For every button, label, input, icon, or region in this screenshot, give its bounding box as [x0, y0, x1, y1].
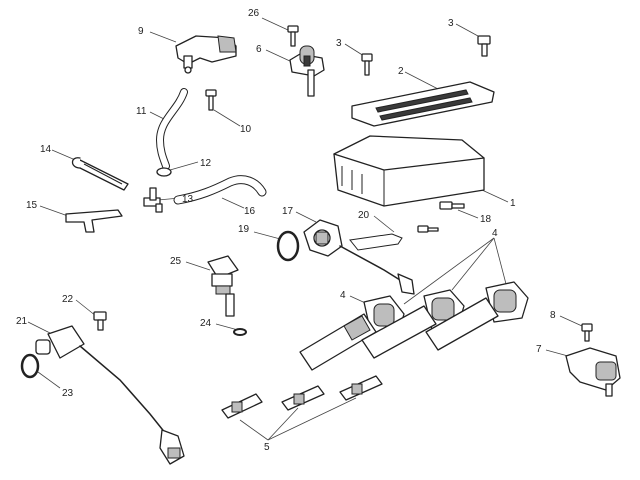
part-9-sensor — [175, 35, 237, 74]
callout-22: 22 — [62, 294, 74, 305]
callout-19: 19 — [238, 224, 250, 235]
part-3-screw-b — [477, 35, 491, 57]
part-18-screw-a — [439, 201, 465, 210]
part-20-clip — [349, 233, 403, 251]
part-16-hose — [173, 175, 267, 205]
callout-4: 4 — [340, 290, 346, 301]
callout-21: 21 — [16, 316, 28, 327]
callout-2: 2 — [398, 66, 404, 77]
callout-25: 25 — [170, 256, 182, 267]
callout-1: 1 — [510, 198, 516, 209]
part-21-crank-sensor — [35, 325, 185, 465]
callout-12: 12 — [200, 158, 212, 169]
part-4-ignition-coil-c — [425, 281, 529, 351]
part-5-spark-plug-a — [221, 393, 263, 419]
callout-3: 3 — [336, 38, 342, 49]
part-10-bolt — [205, 89, 217, 111]
callout-6: 6 — [256, 44, 262, 55]
part-19-o-ring — [276, 230, 300, 262]
part-25-temperature-sensor — [207, 255, 239, 317]
callout-labels: 26 9 3 3 6 2 11 10 14 12 13 16 15 17 20 … — [16, 8, 556, 453]
part-13-connector — [143, 187, 163, 213]
part-11-hose — [155, 88, 188, 170]
part-23-o-ring — [20, 353, 40, 379]
callout-8: 8 — [550, 310, 556, 321]
callout-26: 26 — [248, 8, 260, 19]
part-17-pressure-sensor — [303, 219, 415, 295]
part-14-hose — [71, 157, 129, 191]
callout-18: 18 — [480, 214, 492, 225]
callout-17: 17 — [282, 206, 294, 217]
callout-11: 11 — [136, 106, 147, 117]
callout-10: 10 — [240, 124, 252, 135]
part-5-spark-plug-b — [281, 385, 325, 411]
callout-9: 9 — [138, 26, 144, 37]
part-2-bracket-plate — [351, 81, 495, 127]
part-3-screw-a — [361, 53, 373, 76]
callout-14: 14 — [40, 144, 52, 155]
callout-23: 23 — [62, 388, 74, 399]
part-22-screw — [93, 311, 107, 331]
part-4-ignition-coil-b — [361, 289, 465, 359]
callout-5: 5 — [264, 442, 270, 453]
callout-13: 13 — [182, 194, 194, 205]
callout-16: 16 — [244, 206, 256, 217]
callout-20: 20 — [358, 210, 370, 221]
part-7-sensor — [565, 347, 621, 397]
part-1-control-unit — [333, 135, 485, 207]
part-6-sensor — [289, 45, 325, 97]
callout-3: 3 — [448, 18, 454, 29]
part-5-spark-plug-c — [339, 375, 383, 401]
part-15-hose — [65, 209, 123, 233]
leader-lines — [27, 17, 583, 441]
part-18-screw-b — [417, 225, 439, 233]
part-24-washer — [233, 328, 247, 336]
part-12-clip — [156, 167, 172, 177]
callout-7: 7 — [536, 344, 542, 355]
part-26-screw — [287, 25, 299, 47]
callout-4: 4 — [492, 228, 498, 239]
callout-24: 24 — [200, 318, 212, 329]
callout-15: 15 — [26, 200, 38, 211]
part-8-screw — [581, 323, 593, 342]
